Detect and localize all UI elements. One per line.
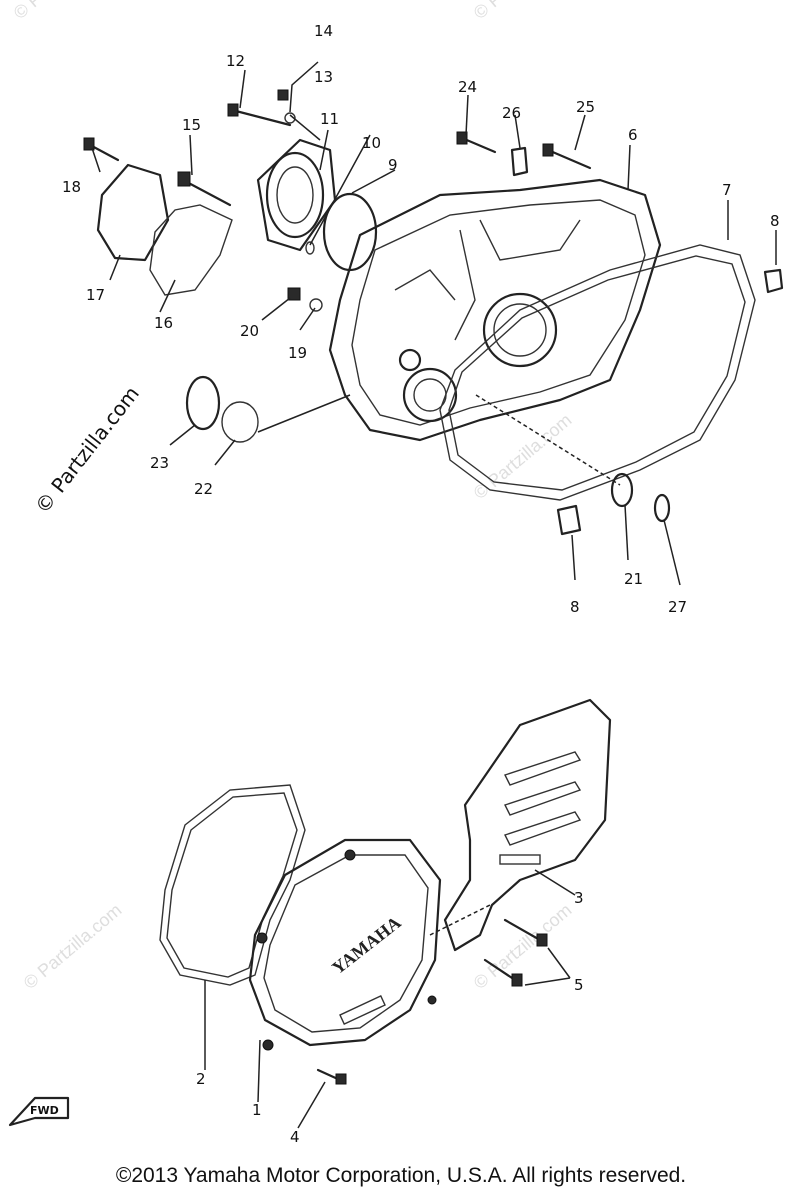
drain-plug-o-ring	[221, 401, 259, 443]
fwd-label: FWD	[30, 1104, 59, 1117]
circlip	[653, 493, 671, 523]
o-ring-large	[322, 192, 378, 272]
yamaha-brand-label: YAMAHA	[328, 912, 404, 978]
callout-15: 15	[182, 116, 201, 134]
callout-14: 14	[314, 22, 333, 40]
callout-12: 12	[226, 52, 245, 70]
callout-24: 24	[458, 78, 477, 96]
callout-6: 6	[628, 126, 638, 144]
callout-numbers: 1 2 3 4 5 6 7 8 8 9 10 11 12 13 14 15 16…	[62, 22, 780, 1146]
callout-10: 10	[362, 134, 381, 152]
cover-gasket	[439, 244, 756, 501]
callout-25: 25	[576, 98, 595, 116]
cover-bore-lower	[402, 367, 458, 423]
pump-cover-gasket	[149, 204, 233, 296]
o-ring-small	[305, 241, 315, 255]
callout-22: 22	[194, 480, 213, 498]
bolt-5-upper	[503, 918, 542, 942]
magneto-cover-gasket	[159, 784, 306, 986]
fwd-arrow: FWD	[8, 1096, 70, 1127]
bolts-top	[83, 89, 592, 312]
callout-9: 9	[388, 156, 398, 174]
callout-21: 21	[624, 570, 643, 588]
callout-8-bottom: 8	[570, 598, 580, 616]
callout-11: 11	[320, 110, 339, 128]
callout-27: 27	[668, 598, 687, 616]
callout-23: 23	[150, 454, 169, 472]
cover-bore-upper	[482, 292, 558, 368]
watermark-lower-left: © Partzilla.com	[20, 900, 126, 993]
watermark-main: © Partzilla.com	[30, 382, 144, 518]
copyright-notice: ©2013 Yamaha Motor Corporation, U.S.A. A…	[115, 1164, 687, 1187]
magneto-cover: YAMAHA	[248, 838, 442, 1051]
callout-5: 5	[574, 976, 584, 994]
watermark-top-right: © Partzilla.com	[470, 0, 576, 23]
callout-4: 4	[290, 1128, 300, 1146]
callout-16: 16	[154, 314, 173, 332]
callout-8-top: 8	[770, 212, 780, 230]
bolt-5-lower	[483, 958, 517, 982]
callout-1: 1	[252, 1101, 262, 1119]
magneto-cover-gasket-inner	[166, 792, 298, 978]
cover-gasket-inner	[448, 255, 746, 491]
drain-plug	[185, 375, 221, 431]
oil-seal	[610, 472, 634, 508]
leader-lines-top	[91, 61, 777, 586]
dowel-pin-upper	[763, 268, 784, 294]
crankcase-cover	[328, 178, 662, 442]
sprocket-cover	[443, 698, 612, 952]
pump-cover	[96, 163, 170, 262]
callout-18: 18	[62, 178, 81, 196]
callout-17: 17	[86, 286, 105, 304]
callout-13: 13	[314, 68, 333, 86]
watermark-top-left: © Partzilla.com	[10, 0, 116, 23]
dowel-pin-lower	[556, 504, 582, 536]
callout-2: 2	[196, 1070, 206, 1088]
leader-lines-bottom	[204, 869, 576, 1129]
callout-7: 7	[722, 181, 732, 199]
callout-19: 19	[288, 344, 307, 362]
callout-3: 3	[574, 889, 584, 907]
callout-26: 26	[502, 104, 521, 122]
callout-20: 20	[240, 322, 259, 340]
